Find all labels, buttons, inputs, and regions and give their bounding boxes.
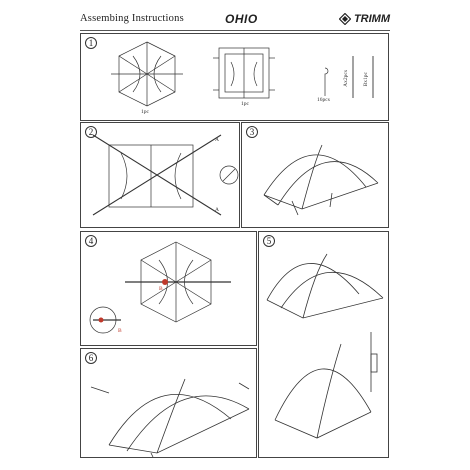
- step-4-panel: 4 B B: [80, 231, 257, 346]
- pole-a-label-bottom: A: [215, 207, 219, 213]
- inner-tent-qty: 1pc: [141, 109, 149, 115]
- header-divider: [80, 30, 390, 31]
- step-1-panel: 1 1pc 1pc 16pcs Ax2pcs Bx1pc: [80, 33, 389, 121]
- pole-b-label-center: B: [159, 286, 163, 292]
- fly-arc-1: [266, 263, 360, 301]
- pole-arc-1: [263, 154, 367, 196]
- step-1-illustration: [111, 41, 374, 107]
- document-title: Assembing Instructions: [80, 13, 184, 24]
- peg-drawing: [324, 67, 329, 96]
- brand-logo: TRIMM: [338, 13, 390, 25]
- model-name: OHIO: [225, 12, 258, 26]
- step-3-panel: 3: [241, 122, 389, 228]
- pegs-qty: 16pcs: [317, 97, 330, 103]
- pole-a-qty: Ax2pcs: [343, 70, 349, 87]
- step-4-illustration: [89, 241, 231, 334]
- step-3-number: 3: [246, 126, 258, 138]
- step-4-number: 4: [85, 235, 97, 247]
- step-2-panel: 2 A A: [80, 122, 240, 228]
- step-6-illustration: [90, 378, 250, 457]
- step-6-number: 6: [85, 352, 97, 364]
- step-1-number: 1: [85, 37, 97, 49]
- step-5-illustration: [266, 253, 384, 439]
- step-2-illustration: [92, 134, 239, 216]
- pole-clip-detail-icon: [219, 165, 239, 185]
- brand-name: TRIMM: [353, 13, 390, 25]
- step-6-panel: 6: [80, 348, 257, 458]
- brand-emblem-icon: [338, 13, 351, 25]
- step-2-number: 2: [85, 126, 97, 138]
- pole-arc-2: [277, 161, 379, 206]
- pole-b-qty: Bx1pc: [363, 72, 369, 87]
- fly-arc-2: [274, 368, 372, 421]
- fly-qty: 1pc: [241, 101, 249, 107]
- step-5-panel: 5: [258, 231, 389, 458]
- step-5-number: 5: [263, 235, 275, 247]
- pole-a-label-top: A: [215, 137, 219, 143]
- step-3-illustration: [263, 144, 379, 216]
- header: Assembing Instructions OHIO TRIMM: [80, 12, 390, 29]
- fly-dome-arc-1: [108, 393, 232, 446]
- pole-b-label-inset: B: [118, 328, 122, 334]
